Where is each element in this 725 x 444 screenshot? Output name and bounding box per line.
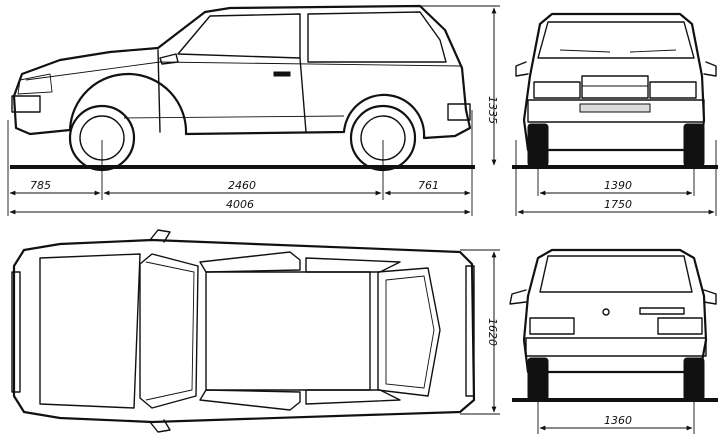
front-plate: [579, 103, 651, 113]
top-mirror-left: [149, 229, 171, 243]
dim-wheelbase: 2460: [228, 179, 256, 192]
top-mirror-right: [149, 419, 171, 433]
rear-view: [509, 248, 718, 402]
side-view: [10, 4, 475, 172]
side-dimensions: [7, 5, 500, 216]
side-window-rear: [307, 11, 447, 63]
rear-body-outline: [522, 248, 708, 374]
dim-rear-track: 1360: [604, 414, 632, 427]
side-front-bumper: [11, 95, 41, 113]
side-window-front: [177, 13, 301, 59]
dim-overall-width: 1750: [604, 198, 632, 211]
front-headlight-left: [533, 81, 581, 99]
rear-plate: [639, 307, 685, 315]
side-headlight: [17, 73, 53, 95]
rear-mirror-left: [509, 289, 527, 305]
dim-body-width: 1620: [486, 318, 499, 346]
side-sill-line: [123, 115, 345, 119]
side-mirror: [159, 53, 179, 65]
rear-bumper: [525, 337, 707, 357]
rear-taillight-right: [657, 317, 703, 335]
top-side-window-upper: [199, 251, 401, 273]
top-body-outline: [12, 238, 476, 424]
side-door-handle: [273, 71, 291, 77]
top-side-window-lower: [199, 389, 401, 411]
top-roof: [205, 271, 371, 391]
front-view: [512, 12, 718, 169]
front-body-outline: [522, 12, 706, 152]
side-door-line: [157, 49, 307, 133]
rear-taillight-left: [529, 317, 575, 335]
rear-window: [539, 255, 693, 293]
top-hood: [39, 253, 141, 409]
dim-front-track: 1390: [604, 179, 632, 192]
rear-lock: [602, 308, 610, 316]
dim-front-overhang: 785: [30, 179, 51, 192]
side-rear-bumper: [447, 103, 471, 121]
front-mirror-right: [703, 61, 717, 77]
front-wipers: [559, 49, 677, 53]
front-windshield: [537, 21, 695, 59]
rear-mirror-right: [703, 289, 717, 305]
top-rear-window: [377, 267, 441, 397]
front-dimensions: [515, 140, 717, 216]
front-grille: [581, 75, 649, 99]
dim-height: 1335: [486, 96, 499, 124]
rear-dimensions: [537, 372, 695, 434]
top-rear-bumper: [465, 265, 475, 397]
top-front-bumper: [11, 271, 21, 393]
dim-rear-overhang: 761: [418, 179, 439, 192]
top-view: [11, 229, 476, 433]
front-bumper: [527, 99, 705, 123]
front-mirror-left: [515, 61, 529, 77]
side-body-outline: [12, 4, 472, 140]
front-headlight-right: [649, 81, 697, 99]
top-dimensions: [460, 249, 500, 415]
dim-overall-length: 4006: [226, 198, 254, 211]
side-belt-line: [25, 61, 461, 81]
top-windshield: [139, 253, 199, 409]
